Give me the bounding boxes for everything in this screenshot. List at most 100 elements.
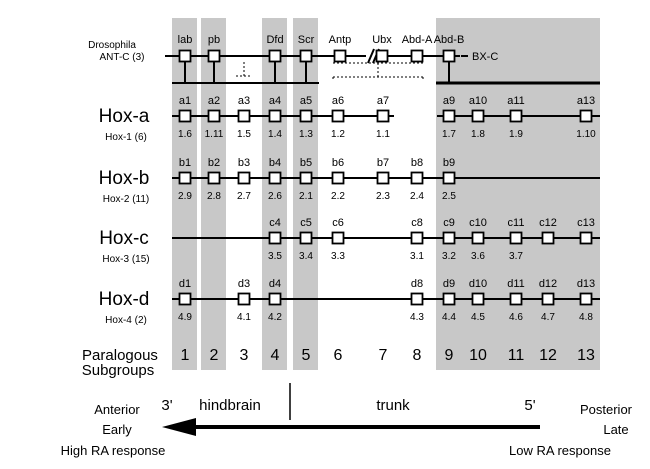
gene-box [207, 171, 221, 185]
five-prime-label: 5' [524, 397, 535, 414]
gene-label: b3 [238, 157, 250, 169]
gene-label: b6 [332, 157, 344, 169]
gene-number: 4.8 [579, 312, 593, 323]
paralogous-number: 5 [302, 347, 311, 364]
gene-label: d9 [443, 278, 455, 290]
gene-number: 1.3 [299, 129, 313, 140]
cluster-name: Hox-d [99, 289, 150, 310]
gene-box [299, 171, 313, 185]
drosophila-gene-box [299, 49, 313, 63]
gene-box [410, 231, 424, 245]
gene-number: 3.1 [410, 251, 424, 262]
gene-number: 3.6 [471, 251, 485, 262]
paralogous-number: 10 [469, 347, 487, 364]
paralogous-number: 4 [271, 347, 280, 364]
drosophila-gene-label: Scr [298, 34, 315, 46]
drosophila-gene-box [178, 49, 192, 63]
paralogous-number: 12 [539, 347, 557, 364]
paralogous-number: 13 [577, 347, 595, 364]
gene-box [471, 292, 485, 306]
gene-label: b2 [208, 157, 220, 169]
three-prime-label: 3' [161, 397, 172, 414]
anterior-label: Anterior [94, 402, 140, 417]
gene-box [268, 109, 282, 123]
gene-number: 3.4 [299, 251, 313, 262]
cluster-name: Hox-b [99, 168, 150, 189]
connectors [172, 62, 600, 85]
cluster-alias: Hox-4 (2) [105, 315, 147, 326]
gene-number: 1.10 [576, 129, 596, 140]
gene-label: c11 [508, 217, 525, 229]
gene-box [299, 109, 313, 123]
gene-number: 4.9 [178, 312, 192, 323]
paralogous-number: 1 [181, 347, 190, 364]
gene-box [178, 292, 192, 306]
gene-label: c12 [539, 217, 557, 229]
gene-label: c5 [300, 217, 312, 229]
paralogous-number: 8 [413, 347, 422, 364]
hindbrain-label: hindbrain [199, 397, 261, 414]
gene-box [410, 292, 424, 306]
gene-number: 3.5 [268, 251, 282, 262]
drosophila-gene-box [207, 49, 221, 63]
gene-box [237, 109, 251, 123]
break-mark-1 [367, 48, 375, 64]
gene-number: 2.9 [178, 191, 192, 202]
gene-box [237, 292, 251, 306]
gene-label: c13 [577, 217, 595, 229]
axis-arrow-head [162, 418, 196, 436]
gene-label: b8 [411, 157, 423, 169]
gene-number: 2.7 [237, 191, 251, 202]
drosophila-gene-box [333, 49, 347, 63]
cluster-name: Hox-c [99, 228, 149, 249]
gene-label: a13 [577, 95, 595, 107]
drosophila-gene-label: Ubx [372, 34, 392, 46]
gene-number: 4.6 [509, 312, 523, 323]
drosophila-gene-label: Dfd [266, 34, 283, 46]
gene-box [207, 109, 221, 123]
cluster-alias: Hox-2 (11) [103, 194, 150, 205]
gene-box [178, 109, 192, 123]
gene-label: b1 [179, 157, 191, 169]
connector-dashed-bracket [332, 63, 424, 81]
gene-number: 1.9 [509, 129, 523, 140]
gene-box [376, 109, 390, 123]
drosophila-label: Drosophila [88, 40, 136, 51]
gene-label: b7 [377, 157, 389, 169]
posterior-label: Posterior [580, 402, 633, 417]
gene-number: 4.7 [541, 312, 555, 323]
gene-number: 2.5 [442, 191, 456, 202]
paralogous-number: 7 [379, 347, 388, 364]
gene-label: c4 [269, 217, 281, 229]
gene-label: b9 [443, 157, 455, 169]
gene-label: c6 [332, 217, 344, 229]
paralogous-number: 11 [508, 347, 525, 364]
gene-label: a7 [377, 95, 389, 107]
gene-box [376, 171, 390, 185]
drosophila-gene-label: Abd-A [402, 34, 433, 46]
gene-label: b4 [269, 157, 281, 169]
gene-box [579, 292, 593, 306]
gene-box [299, 231, 313, 245]
gene-number: 2.6 [268, 191, 282, 202]
late-label: Late [603, 422, 628, 437]
gene-box [331, 171, 345, 185]
high-ra-label: High RA response [61, 443, 166, 458]
drosophila-gene-box [375, 49, 389, 63]
gene-number: 3.3 [331, 251, 345, 262]
gene-number: 1.1 [376, 129, 390, 140]
gene-number: 1.11 [205, 129, 224, 140]
gene-number: 2.3 [376, 191, 390, 202]
gene-label: d1 [179, 278, 191, 290]
gene-box [442, 292, 456, 306]
gene-box [237, 171, 251, 185]
paralogous-number: 6 [334, 347, 343, 364]
gene-label: a3 [238, 95, 250, 107]
gene-number: 1.7 [442, 129, 456, 140]
